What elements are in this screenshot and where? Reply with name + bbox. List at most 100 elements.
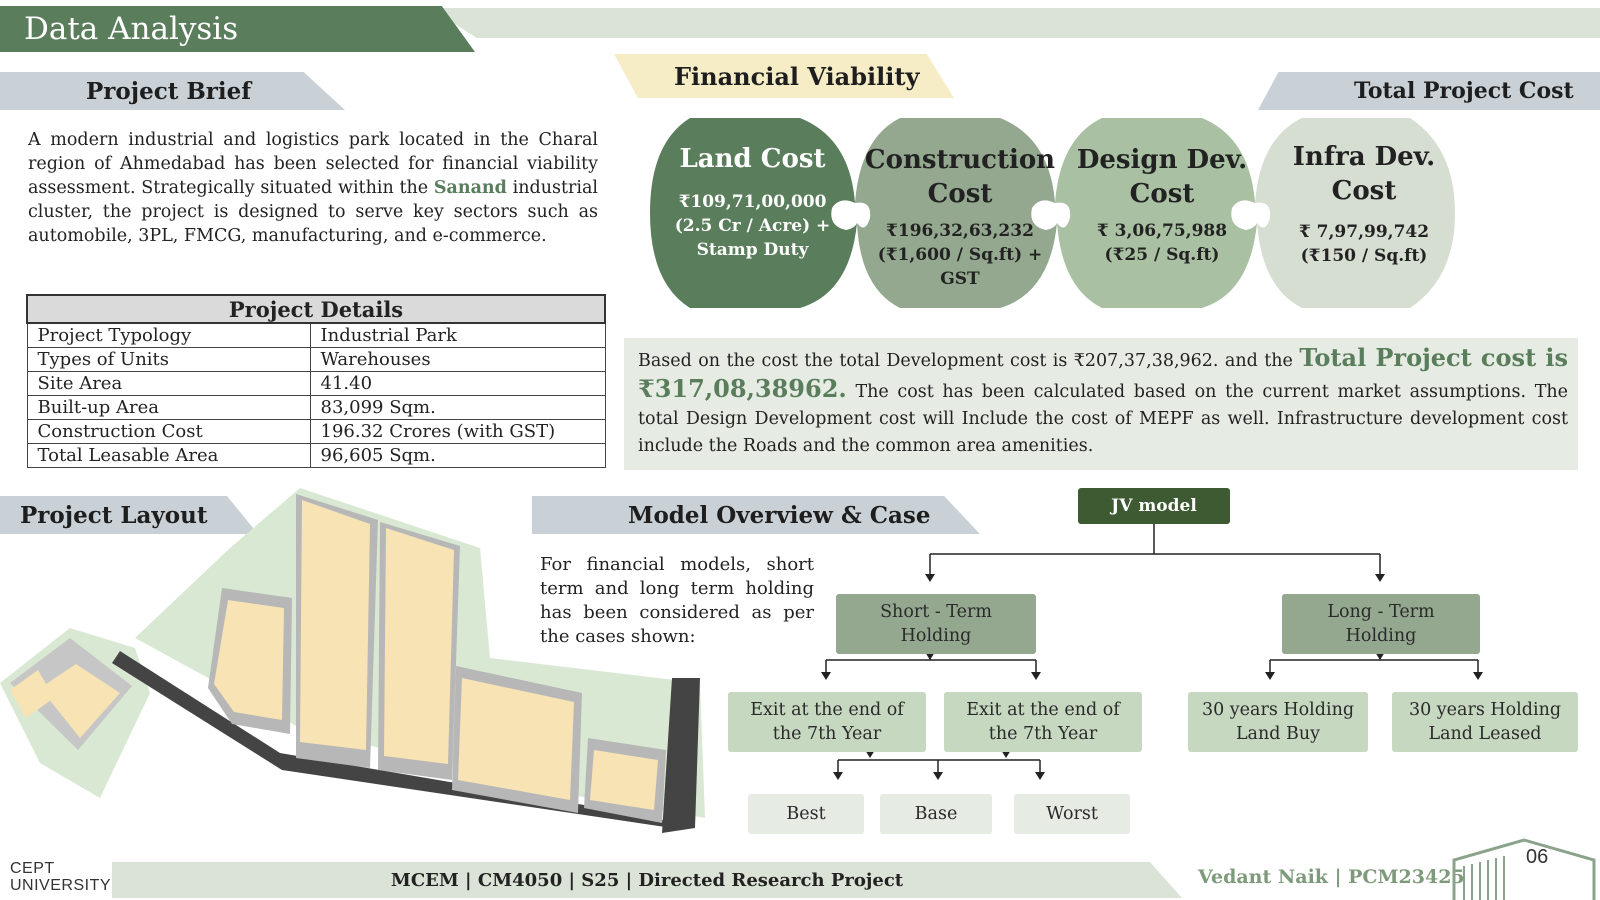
infra-dev-cost-card: Infra Dev. Cost ₹ 7,97,99,742 (₹150 / Sq.f… — [1264, 140, 1464, 268]
node-label: Exit at the end of the 7th Year — [750, 700, 904, 744]
case-base: Base — [880, 794, 992, 834]
arrow-head — [1035, 772, 1045, 780]
section-tab-total-project-cost: Total Project Cost — [1258, 72, 1600, 110]
jv-model-node: JV model — [1078, 488, 1230, 524]
cost-note: Stamp Duty — [696, 240, 809, 260]
row-label: Project Typology — [26, 322, 311, 348]
summary-text-part: Based on the cost the total Development … — [638, 351, 1293, 371]
section-tab-financial-viability: Financial Viability — [614, 54, 954, 98]
cost-rate: (₹150 / Sq.ft) — [1300, 246, 1428, 266]
cost-value: ₹ 7,97,99,742 (₹150 / Sq.ft) — [1299, 220, 1429, 268]
page-title: Data Analysis — [24, 11, 239, 47]
warehouse-block — [40, 664, 120, 738]
footer-author: Vedant Naik | PCM23425 — [1198, 866, 1465, 888]
total-cost-label: Total Project cost is — [1299, 343, 1568, 372]
arrow-head — [1473, 672, 1483, 680]
row-label: Construction Cost — [26, 419, 311, 444]
model-tree-connectors — [821, 514, 1483, 780]
land-cost-card: Land Cost ₹109,71,00,000 (2.5 Cr / Acre) … — [650, 142, 855, 262]
cost-title-line: Infra Dev. — [1292, 142, 1436, 172]
cost-rate: (2.5 Cr / Acre) + — [674, 216, 831, 236]
land-buy-node: 30 years Holding Land Buy — [1188, 692, 1368, 752]
summary-text-part: The cost has been calculated based on th… — [638, 382, 1568, 456]
cost-amount: ₹ 7,97,99,742 — [1298, 222, 1430, 242]
summary-text: Based on the cost the total Development … — [638, 344, 1568, 460]
logo-line: CEPT — [10, 860, 55, 877]
brief-highlight: Sanand — [433, 178, 507, 198]
row-value: Industrial Park — [309, 322, 606, 348]
row-label: Types of Units — [26, 347, 311, 372]
summary-box — [624, 338, 1578, 470]
section-title: Project Brief — [86, 77, 252, 105]
cost-value: ₹ 3,06,75,988 (₹25 / Sq.ft) — [1097, 219, 1227, 267]
table-title: Project Details — [26, 294, 606, 324]
cost-title-line: Cost — [1331, 176, 1397, 206]
arrow-head — [1375, 574, 1385, 582]
section-tab-model-overview: Model Overview & Case — [532, 496, 980, 534]
total-cost-value: ₹317,08,38962. — [638, 374, 847, 403]
warehouse-icon — [1452, 838, 1596, 900]
footer-bar — [112, 862, 1182, 898]
cost-rate: (₹25 / Sq.ft) — [1104, 245, 1220, 265]
arrow-head — [1265, 672, 1275, 680]
arrow-head — [925, 574, 935, 582]
logo-line: UNIVERSITY — [10, 877, 112, 894]
puzzle-piece-construction — [855, 118, 1057, 308]
section-tab-project-brief: Project Brief — [0, 72, 345, 110]
cost-value: ₹109,71,00,000 (2.5 Cr / Acre) + Stamp Dut… — [675, 190, 831, 262]
arrow-head — [1031, 672, 1041, 680]
warehouse-block — [590, 750, 658, 810]
cost-rate: (₹1,600 / Sq.ft) + — [877, 245, 1043, 265]
project-layout-plan — [0, 488, 705, 833]
cost-value: ₹196,32,63,232(₹1,600 / Sq.ft) +GST — [878, 219, 1043, 291]
warehouse-block — [300, 500, 370, 750]
cost-title: Design Dev.Cost — [1077, 143, 1247, 211]
cost-title-line: Cost — [927, 179, 993, 209]
row-value: 41.40 — [309, 371, 606, 396]
arrow-head — [925, 652, 935, 660]
row-value: 83,099 Sqm. — [309, 395, 606, 420]
row-value: 196.32 Crores (with GST) — [309, 419, 606, 444]
short-term-node: Short - Term Holding — [836, 594, 1036, 654]
warehouse-block — [214, 600, 284, 720]
cost-title-line: Cost — [1129, 179, 1195, 209]
row-value: Warehouses — [309, 347, 606, 372]
cost-amount: ₹109,71,00,000 — [678, 192, 827, 212]
arrow-head — [865, 750, 875, 758]
cost-amount: ₹ 3,06,75,988 — [1096, 221, 1228, 241]
cost-amount: ₹196,32,63,232 — [886, 221, 1034, 241]
section-title: Total Project Cost — [1354, 78, 1574, 104]
node-label: Exit at the end of the 7th Year — [966, 700, 1120, 744]
arrow-head — [1001, 750, 1011, 758]
puzzle-piece-infra — [1255, 118, 1455, 308]
case-best: Best — [748, 794, 864, 834]
case-worst: Worst — [1014, 794, 1130, 834]
brief-text-part: A modern industrial and logistics park l… — [28, 130, 598, 198]
footer-course-text: MCEM | CM4050 | S25 | Directed Research … — [390, 869, 904, 891]
row-value: 96,605 Sqm. — [309, 443, 606, 468]
cost-puzzle-graphic — [650, 118, 1455, 308]
row-label: Site Area — [26, 371, 311, 396]
row-label: Built-up Area — [26, 395, 311, 420]
section-title: Project Layout — [20, 501, 208, 529]
puzzle-piece-land — [650, 118, 857, 308]
header-strip — [430, 8, 1600, 38]
section-tab-project-layout: Project Layout — [0, 496, 258, 534]
long-term-node: Long - Term Holding — [1282, 594, 1480, 654]
section-title: Financial Viability — [674, 61, 920, 91]
warehouse-block — [384, 528, 454, 764]
cost-title: Land Cost — [679, 144, 826, 174]
section-title: Model Overview & Case — [628, 501, 931, 529]
design-dev-cost-card: Design Dev.Cost ₹ 3,06,75,988 (₹25 / Sq.f… — [1062, 143, 1262, 267]
page-number: 06 — [1526, 846, 1549, 868]
